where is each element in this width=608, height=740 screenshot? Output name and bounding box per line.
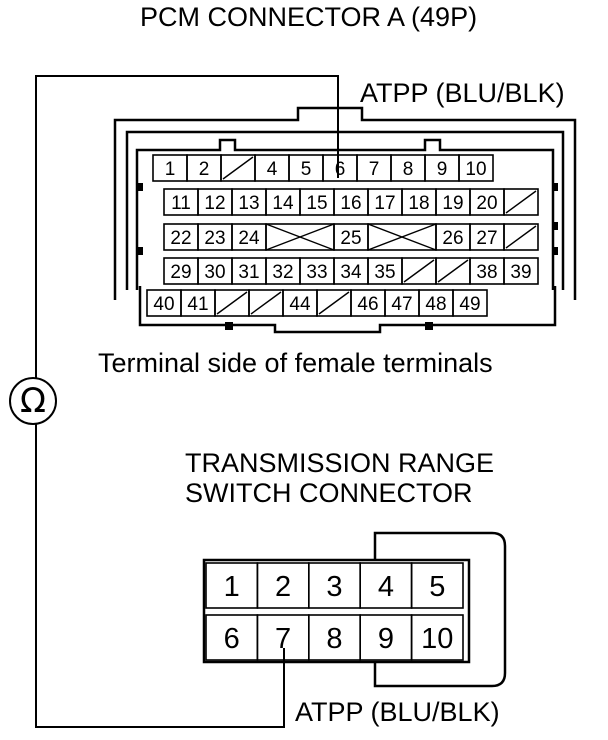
pcm-terminal-47: 47 [391, 294, 412, 315]
pcm-terminal-22: 22 [170, 228, 191, 249]
pcm-terminal-27: 27 [476, 228, 497, 249]
pcm-terminal-cell [452, 289, 488, 317]
trs-terminal-grid: 1 2 3 4 5 6 7 8 9 10 [205, 562, 464, 661]
pcm-terminal-20: 20 [476, 193, 497, 214]
pcm-terminal-38: 38 [476, 262, 497, 283]
pcm-terminal-12: 12 [204, 193, 225, 214]
pcm-terminal-25: 25 [340, 228, 361, 249]
pcm-blank-cavity [503, 188, 539, 216]
pcm-terminal-34: 34 [340, 262, 362, 283]
trs-terminal-1: 1 [224, 571, 240, 603]
pcm-terminal-30: 30 [204, 262, 225, 283]
pcm-terminal-11: 11 [171, 193, 191, 214]
pcm-wire-label: ATPP (BLU/BLK) [360, 78, 565, 108]
terminal-side-note: Terminal side of female terminals [98, 348, 493, 378]
trs-terminal-2: 2 [275, 571, 291, 603]
pcm-slash-line [505, 225, 537, 249]
pcm-slash-line [505, 190, 537, 214]
pcm-terminal-40: 40 [153, 294, 174, 315]
pcm-terminal-31: 31 [238, 262, 259, 283]
pcm-slash-line [318, 291, 350, 315]
pcm-terminal-46: 46 [357, 294, 378, 315]
pcm-terminal-17: 17 [374, 193, 395, 214]
ohmmeter-circle [9, 377, 57, 425]
pcm-connector-title: PCM CONNECTOR A (49P) [140, 2, 478, 32]
trs-terminal-4: 4 [378, 571, 394, 603]
trs-terminal-6: 6 [224, 623, 240, 655]
pcm-terminal-39: 39 [510, 262, 531, 283]
trs-terminal-3: 3 [326, 571, 342, 603]
pcm-cross-line [367, 223, 437, 251]
pcm-terminal-23: 23 [204, 228, 225, 249]
trs-terminal-cell [410, 562, 464, 609]
pcm-slash-line [250, 291, 282, 315]
trs-terminal-5: 5 [429, 571, 445, 603]
pcm-terminal-14: 14 [272, 193, 294, 214]
pcm-terminal-24: 24 [238, 228, 260, 249]
pcm-terminal-16: 16 [340, 193, 361, 214]
trs-terminal-9: 9 [378, 623, 394, 655]
pcm-terminal-33: 33 [306, 262, 327, 283]
pcm-terminal-2: 2 [199, 159, 210, 180]
trs-connector-title-line1: TRANSMISSION RANGE [185, 448, 495, 478]
pcm-terminal-32: 32 [272, 262, 293, 283]
pcm-connector-housing [113, 106, 577, 334]
pcm-terminal-49: 49 [459, 294, 480, 315]
pcm-terminal-8: 8 [403, 159, 414, 180]
pcm-terminal-44: 44 [289, 294, 311, 315]
pcm-slash-line [403, 259, 435, 283]
pcm-terminal-6: 6 [335, 159, 346, 180]
pcm-terminal-cell [503, 257, 539, 285]
pcm-terminal-19: 19 [442, 193, 463, 214]
trs-connector-title-line2: SWITCH CONNECTOR [185, 478, 473, 508]
pcm-slash-line [216, 291, 248, 315]
pcm-slash-line [437, 259, 469, 283]
trs-terminal-10: 10 [421, 623, 453, 655]
ohmmeter-icon: Ω [20, 381, 46, 421]
pcm-terminal-35: 35 [374, 262, 395, 283]
pcm-terminal-18: 18 [408, 193, 429, 214]
trs-connector-housing [202, 531, 507, 688]
pcm-terminal-4: 4 [267, 159, 278, 180]
lead-to-pcm [35, 75, 339, 378]
pcm-latch-tabs [137, 183, 558, 330]
pcm-terminal-9: 9 [437, 159, 448, 180]
trs-terminal-8: 8 [326, 623, 342, 655]
test-leads [9, 75, 339, 728]
pcm-terminal-48: 48 [425, 294, 446, 315]
lead-to-trs [35, 424, 285, 728]
pcm-blank-cavity [503, 223, 539, 251]
pcm-terminal-29: 29 [170, 262, 191, 283]
pcm-terminal-cell [458, 154, 494, 182]
pcm-terminal-5: 5 [301, 159, 312, 180]
pcm-terminal-41: 41 [187, 294, 208, 315]
pcm-terminal-15: 15 [306, 193, 327, 214]
trs-wire-label: ATPP (BLU/BLK) [295, 697, 500, 727]
pcm-cross-line [265, 223, 335, 251]
pcm-terminal-1: 1 [165, 159, 176, 180]
pcm-terminal-13: 13 [238, 193, 259, 214]
pcm-slash-line [222, 156, 254, 180]
pcm-terminal-7: 7 [369, 159, 380, 180]
pcm-terminal-10: 10 [465, 159, 486, 180]
trs-terminal-cell [410, 614, 464, 661]
pcm-terminal-26: 26 [442, 228, 463, 249]
trs-terminal-7: 7 [275, 623, 291, 655]
